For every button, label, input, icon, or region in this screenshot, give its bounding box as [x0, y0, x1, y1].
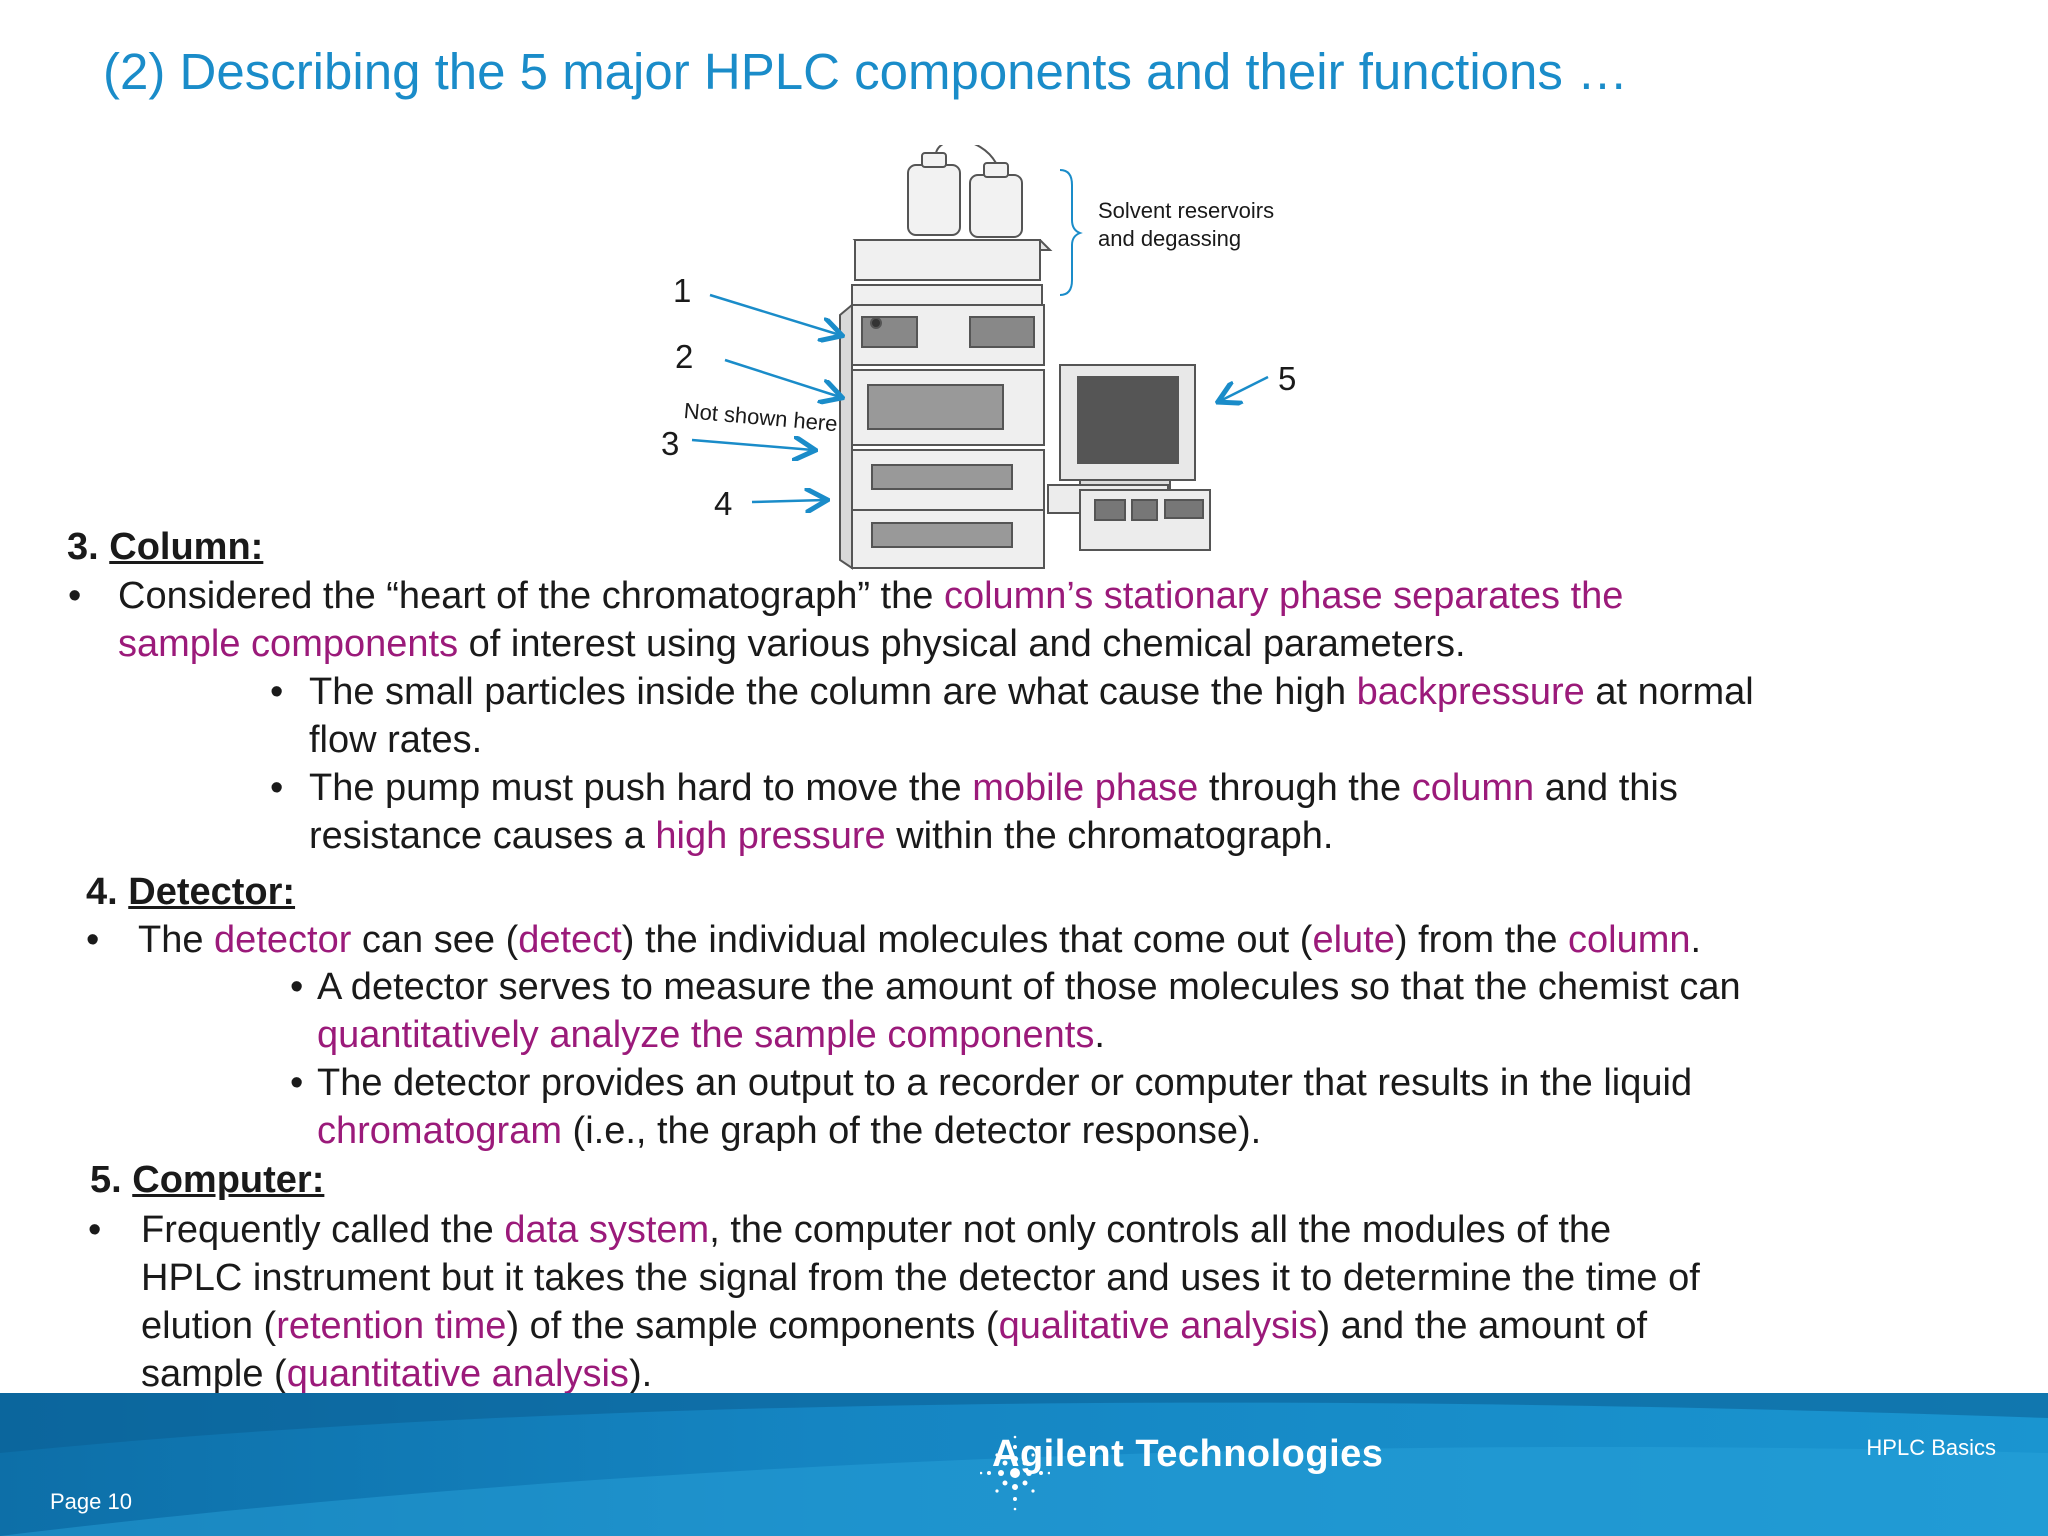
agilent-logo: Agilent Technologies — [980, 1433, 1384, 1511]
column-heading: 3. Column: — [67, 523, 263, 571]
arrow-2 — [724, 358, 840, 397]
course-name: HPLC Basics — [1866, 1435, 1996, 1460]
highlight-span: sample components — [118, 623, 459, 665]
highlight-span: backpressure — [1356, 671, 1585, 713]
arrow-4 — [751, 500, 825, 502]
text-span: . — [1094, 1014, 1105, 1056]
computer-line-2: HPLC instrument but it takes the signal … — [141, 1257, 1700, 1299]
column-bullet-1-line-2: sample components of interest using vari… — [118, 620, 1466, 668]
text-span: ) the individual molecules that come out… — [621, 919, 1313, 961]
detector-sub-2-line-2: chromatogram (i.e., the graph of the det… — [317, 1107, 1261, 1155]
highlight-span: chromatogram — [317, 1110, 562, 1152]
column-sub-1-line-2: flow rates. — [309, 719, 483, 761]
column-bullet-dot: • — [68, 575, 82, 617]
footer-bar: HPLC Basics Agilent Technologies Page 10 — [0, 1393, 2048, 1536]
column-sub-2-line-1: The pump must push hard to move the mobi… — [309, 764, 1678, 812]
text-span: ) of the sample components ( — [506, 1305, 999, 1347]
computer-heading-number: 5. — [90, 1159, 133, 1201]
text-span: through the — [1198, 767, 1412, 809]
text-span: The pump must push hard to move the — [309, 767, 973, 809]
highlight-span: quantitatively analyze the sample compon… — [317, 1014, 1095, 1056]
detector-sub-2-line-1: The detector provides an output to a rec… — [317, 1062, 1693, 1104]
figure-label-5: 5 — [1278, 360, 1297, 397]
figure-label-4: 4 — [714, 485, 733, 522]
highlight-span: quantitative analysis — [286, 1353, 629, 1395]
text-span: of interest using various physical and c… — [458, 623, 1466, 665]
logo-text: Agilent Technologies — [992, 1433, 1384, 1475]
agilent-spark-icon — [980, 1435, 1050, 1511]
slide-title: (2) Describing the 5 major HPLC componen… — [103, 43, 1629, 100]
highlight-span: retention time — [276, 1305, 507, 1347]
detector-heading: 4. Detector: — [86, 868, 295, 916]
computer-monitor — [1047, 364, 1196, 514]
detector-sub-1-line-1: A detector serves to measure the amount … — [317, 966, 1741, 1008]
detector-bullet-1: The detector can see (detect) the indivi… — [138, 916, 1701, 964]
text-span: . — [1690, 919, 1702, 961]
text-span: sample ( — [141, 1353, 287, 1395]
highlight-span: column — [1568, 919, 1691, 961]
reservoir-caption-line2: and degassing — [1098, 226, 1242, 251]
text-span: ) and the amount of — [1317, 1305, 1648, 1347]
highlight-span: elute — [1312, 919, 1395, 961]
text-span: , the computer not only controls all the… — [709, 1209, 1612, 1251]
highlight-span: data system — [504, 1209, 710, 1251]
highlight-span: qualitative analysis — [998, 1305, 1318, 1347]
column-heading-text: Column: — [109, 526, 264, 568]
figure-label-2: 2 — [675, 338, 694, 375]
computer-heading-text: Computer: — [132, 1159, 325, 1201]
highlight-span: high pressure — [655, 815, 886, 857]
figure-label-1: 1 — [673, 272, 692, 309]
arrow-3 — [691, 440, 813, 450]
text-span: can see ( — [351, 919, 519, 961]
detector-heading-number: 4. — [86, 871, 129, 913]
text-span: at normal — [1584, 671, 1754, 713]
column-sub-bullet-dot: • — [270, 671, 284, 713]
detector-sub-bullet-dot: • — [290, 966, 304, 1008]
highlight-span: detector — [214, 919, 352, 961]
computer-line-3: elution (retention time) of the sample c… — [141, 1302, 1647, 1350]
text-span: ) from the — [1394, 919, 1569, 961]
arrow-1 — [709, 293, 840, 335]
computer-base — [1079, 489, 1211, 551]
column-bullet-1-line-1: Considered the “heart of the chromatogra… — [118, 572, 1623, 620]
text-span: elution ( — [141, 1305, 277, 1347]
text-span: Frequently called the — [141, 1209, 505, 1251]
text-span: The small particles inside the column ar… — [309, 671, 1357, 713]
hplc-instrument-illustration — [691, 145, 1269, 570]
highlight-span: column — [1411, 767, 1535, 809]
text-span: Considered the “heart of the chromatogra… — [118, 575, 944, 617]
hplc-instrument-figure: 1 2 Not shown here 3 4 5 Solvent reservo… — [640, 145, 1340, 575]
reservoir-caption-line1: Solvent reservoirs — [1098, 198, 1275, 223]
reservoir-caption: Solvent reservoirs and degassing — [1098, 197, 1274, 253]
detector-heading-text: Detector: — [128, 871, 296, 913]
text-span: ). — [628, 1353, 653, 1395]
computer-bullet-dot: • — [88, 1209, 102, 1251]
module-stack — [839, 302, 1045, 570]
column-heading-number: 3. — [67, 526, 110, 568]
highlight-span: detect — [518, 919, 622, 961]
column-sub-2-line-2: resistance causes a high pressure within… — [309, 812, 1333, 860]
figure-label-3: 3 — [661, 425, 680, 462]
column-sub-bullet-dot: • — [270, 767, 284, 809]
text-span: within the chromatograph. — [885, 815, 1334, 857]
reservoir-brace — [1059, 169, 1083, 296]
computer-heading: 5. Computer: — [90, 1156, 324, 1204]
text-span: and this — [1534, 767, 1678, 809]
detector-sub-1-line-2: quantitatively analyze the sample compon… — [317, 1011, 1105, 1059]
computer-line-4: sample (quantitative analysis). — [141, 1350, 652, 1398]
text-span: resistance causes a — [309, 815, 656, 857]
highlight-span: mobile phase — [972, 767, 1199, 809]
solvent-bottles — [907, 145, 1023, 238]
highlight-span: column’s stationary phase separates the — [943, 575, 1624, 617]
footer-wave — [0, 1393, 2048, 1536]
page-number: Page 10 — [50, 1489, 132, 1514]
computer-line-1: Frequently called the data system, the c… — [141, 1206, 1611, 1254]
arrow-5 — [1220, 375, 1269, 401]
column-sub-1-line-1: The small particles inside the column ar… — [309, 668, 1754, 716]
detector-sub-bullet-dot: • — [290, 1062, 304, 1104]
detector-bullet-dot: • — [86, 919, 100, 961]
text-span: (i.e., the graph of the detector respons… — [561, 1110, 1262, 1152]
text-span: The — [138, 919, 215, 961]
